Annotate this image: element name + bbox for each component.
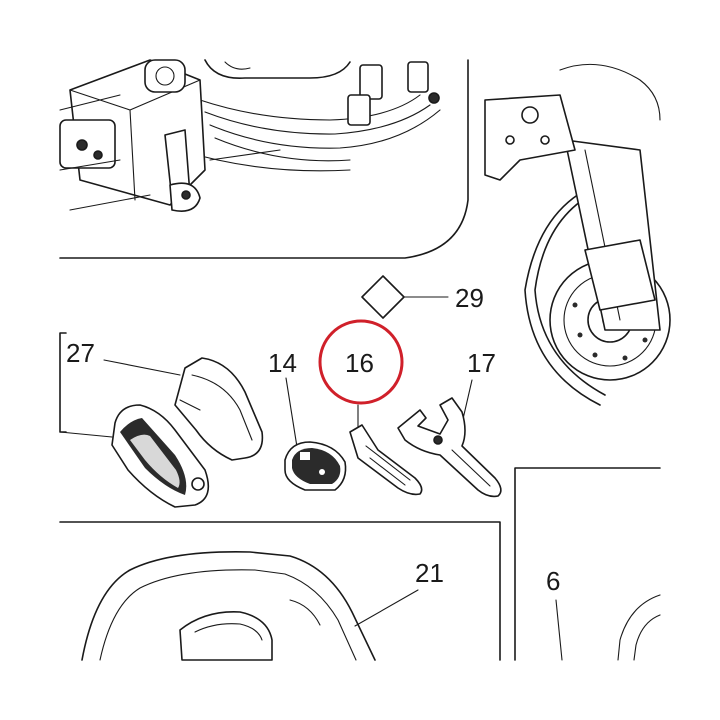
part-16-group: 16 (318, 319, 423, 496)
part-17-group: 17 (397, 348, 502, 498)
part-14-group: 14 (268, 348, 347, 491)
part-29-group: 29 (361, 275, 484, 319)
callout-17: 17 (467, 348, 496, 378)
callout-6: 6 (546, 566, 560, 596)
part-27-group: 27 (59, 332, 264, 508)
callout-21: 21 (415, 558, 444, 588)
part-21-panel: 21 (59, 521, 501, 661)
callout-27: 27 (66, 338, 95, 368)
highlight-circle-16 (318, 319, 404, 405)
front-wheel-assembly (484, 63, 671, 406)
part-6-panel: 6 (514, 467, 661, 661)
key-blank-16 (349, 424, 423, 496)
callout-14: 14 (268, 348, 297, 378)
inset-wiring-panel (59, 59, 469, 259)
key-fob-cover (174, 357, 264, 461)
callout-16: 16 (345, 348, 374, 378)
callout-29: 29 (455, 283, 484, 313)
part-29-diamond-symbol (361, 275, 405, 319)
